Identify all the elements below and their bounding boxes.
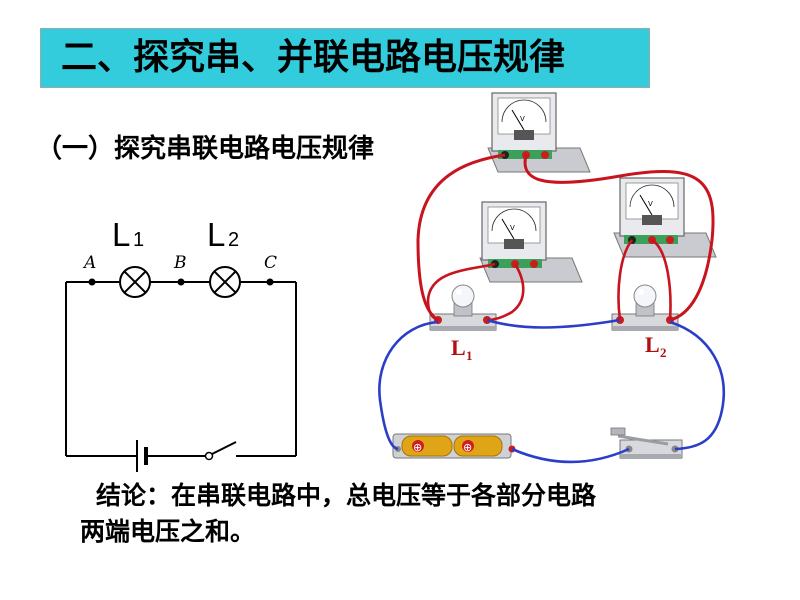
conclusion-line-2: 两端电压之和。: [80, 517, 256, 546]
lamp-l2-photo: [611, 284, 679, 331]
photo-lamp-l1-subscript: 1: [466, 348, 473, 363]
meter-symbol: V: [648, 200, 653, 208]
conclusion-text: 结论：在串联电路中，总电压等于各部分电路 两端电压之和。: [80, 478, 780, 550]
point-a-label: A: [82, 253, 96, 273]
conclusion-line-1: 结论：在串联电路中，总电压等于各部分电路: [96, 481, 597, 510]
lamp-l1-label: L: [112, 216, 130, 253]
red-voltmeter-wires: [416, 153, 715, 322]
lamp-l1-photo: [429, 284, 497, 331]
switch-symbol: [204, 441, 237, 461]
knife-switch: [610, 427, 683, 459]
voltmeter-l2: V: [613, 177, 717, 258]
photo-lamp-l1-label: L: [451, 335, 466, 360]
point-a-dot: [88, 278, 96, 286]
voltmeter-l1: V: [479, 201, 583, 283]
voltmeter-total: V: [487, 92, 591, 173]
page-title: 二、探究串、并联电路电压规律: [40, 28, 650, 88]
point-b-label: B: [173, 253, 187, 273]
lamp-l1-subscript: 1: [133, 229, 144, 251]
point-c-dot: [266, 278, 274, 286]
battery-symbol: [136, 440, 148, 472]
lamp-l2-label: L: [207, 216, 225, 253]
photo-lamp-l2-label: L: [645, 332, 660, 357]
point-c-label: C: [264, 253, 277, 273]
section-subtitle: （一）探究串联电路电压规律: [36, 134, 375, 164]
battery-pack: ⊕ ⊕: [392, 433, 516, 459]
meter-symbol: V: [520, 115, 525, 123]
series-circuit-photo: V V V: [378, 92, 726, 464]
photo-lamp-l2-subscript: 2: [660, 345, 667, 360]
series-circuit-schematic: A B C L 1 L 2: [65, 216, 297, 472]
lamp-l2-subscript: 2: [228, 229, 239, 251]
battery-plus-mark: ⊕: [463, 441, 472, 454]
lamp-l1-symbol: [119, 266, 151, 298]
meter-symbol: V: [510, 224, 515, 232]
lamp-l2-symbol: [209, 266, 241, 298]
point-b-dot: [177, 278, 185, 286]
blue-circuit-wires: [378, 318, 726, 464]
battery-plus-mark: ⊕: [413, 441, 422, 454]
